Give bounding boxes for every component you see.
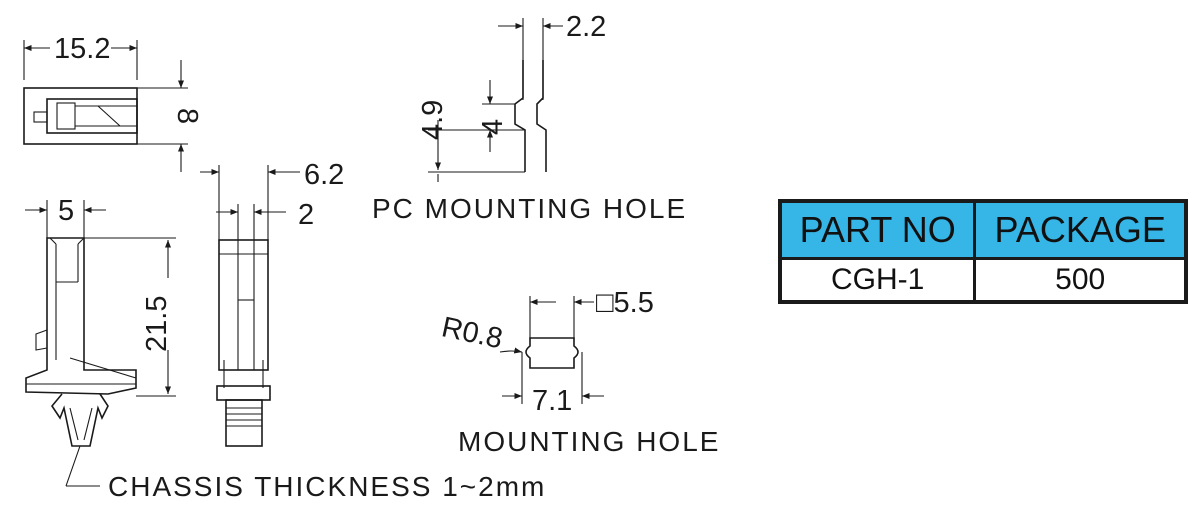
parts-table: PART NO PACKAGE CGH-1 500 bbox=[778, 199, 1188, 304]
dim-hole-radius: R0.8 bbox=[439, 311, 506, 355]
cell-part-no: CGH-1 bbox=[778, 257, 977, 304]
side-view: 5 21.5 bbox=[25, 195, 176, 487]
dim-pc-height-inner: 4 bbox=[477, 119, 509, 135]
header-part-no: PART NO bbox=[778, 199, 977, 260]
cell-package: 500 bbox=[973, 257, 1188, 304]
mounting-hole-label: MOUNTING HOLE bbox=[458, 426, 720, 457]
chassis-thickness-label: CHASSIS THICKNESS 1~2mm bbox=[108, 471, 546, 502]
dim-front-width: 6.2 bbox=[304, 159, 344, 191]
dim-side-width: 5 bbox=[58, 195, 74, 227]
dim-top-width: 15.2 bbox=[54, 33, 110, 65]
top-view: 15.2 8 bbox=[23, 33, 203, 172]
dim-pc-width: 2.2 bbox=[566, 11, 606, 43]
dim-hole-width: 7.1 bbox=[532, 385, 572, 417]
front-view: 6.2 2 bbox=[200, 159, 344, 447]
dim-height: 21.5 bbox=[141, 296, 173, 352]
dim-top-height: 8 bbox=[171, 108, 203, 124]
mounting-hole-view: □5.5 R0.8 7.1 MOUNTING HOLE bbox=[439, 287, 720, 457]
dim-hole-square: □5.5 bbox=[596, 287, 654, 319]
table-header-row: PART NO PACKAGE bbox=[778, 199, 1188, 260]
header-package: PACKAGE bbox=[973, 199, 1188, 260]
dim-front-inner: 2 bbox=[298, 199, 314, 231]
dim-pc-height-outer: 4.9 bbox=[417, 100, 449, 140]
pc-mounting-hole-label: PC MOUNTING HOLE bbox=[372, 193, 687, 224]
table-row: CGH-1 500 bbox=[778, 257, 1188, 304]
pc-mounting-hole-view: 2.2 4.9 4 PC MOUNTING HOLE bbox=[372, 11, 687, 224]
